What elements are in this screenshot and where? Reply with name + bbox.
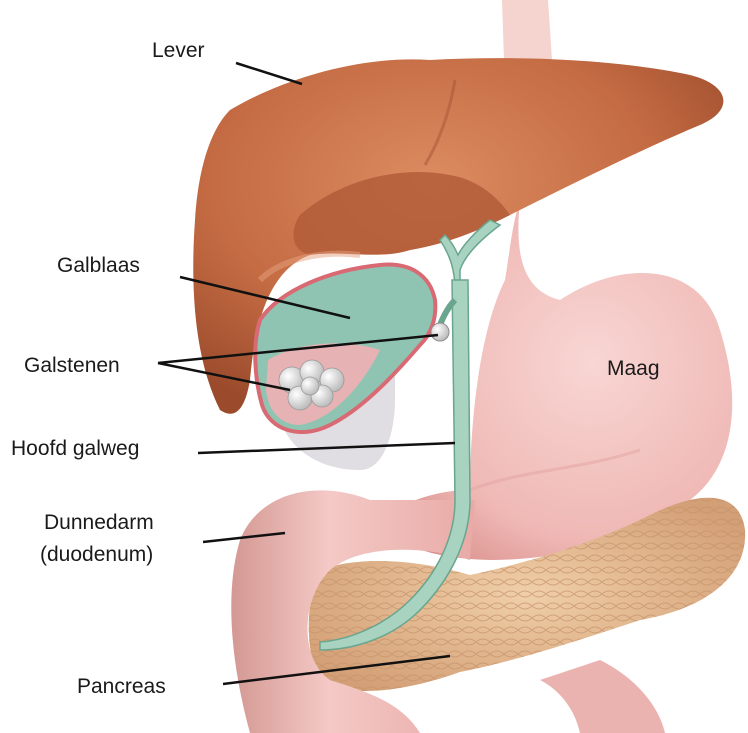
label-pancreas: Pancreas <box>77 675 166 698</box>
label-gallbladder: Galblaas <box>57 254 140 277</box>
label-duodenum-line1: Dunnedarm <box>44 511 154 534</box>
label-liver: Lever <box>152 39 205 62</box>
gallbladder <box>255 265 449 432</box>
gallstone-in-duct <box>431 323 449 341</box>
label-stomach: Maag <box>607 357 660 380</box>
label-common-bile-duct: Hoofd galweg <box>11 437 139 460</box>
leader-liver <box>236 63 302 84</box>
esophagus <box>502 0 552 60</box>
label-gallstones: Galstenen <box>24 354 120 377</box>
label-duodenum-line2: (duodenum) <box>40 543 153 566</box>
